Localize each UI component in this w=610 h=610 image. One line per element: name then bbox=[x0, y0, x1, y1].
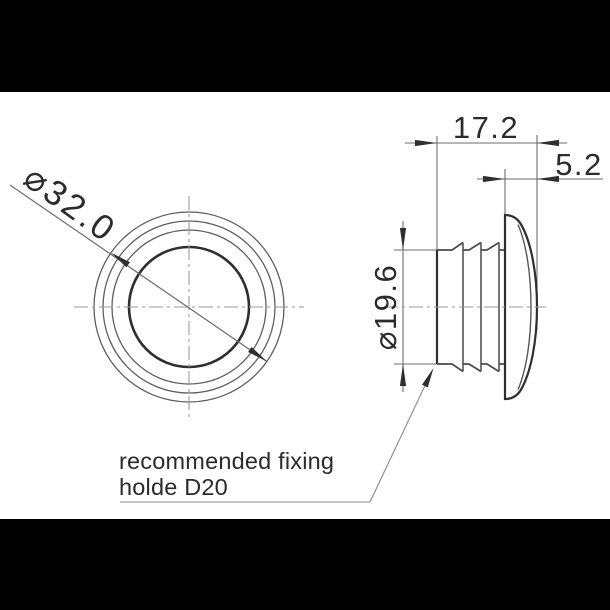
fixing-hole-note-line1: recommended fixing bbox=[119, 448, 335, 474]
arrowhead-note-leader bbox=[422, 368, 434, 388]
arrowhead-depth-left bbox=[415, 139, 437, 147]
fixing-hole-note-line2: holde D20 bbox=[119, 473, 228, 500]
body-rib-profile-bottom bbox=[437, 363, 505, 373]
arrowhead-body-diameter-bottom bbox=[399, 364, 407, 386]
arrowhead-lens-depth-right bbox=[537, 175, 559, 183]
arrowhead-lens-depth-left bbox=[483, 175, 505, 183]
arrowhead-depth-right bbox=[537, 139, 559, 147]
arrowhead-front-diameter-lower bbox=[248, 347, 267, 362]
arrowhead-front-diameter-upper bbox=[111, 252, 130, 268]
lens-inner-curve bbox=[517, 224, 532, 390]
dimension-line-front-diameter bbox=[9, 184, 268, 362]
note-leader-line bbox=[369, 374, 431, 503]
fixing-hole-note: recommended fixing holde D20 bbox=[119, 448, 335, 501]
body-rib-profile-top bbox=[437, 241, 505, 251]
dimension-label-depth: 17.2 bbox=[452, 110, 520, 145]
arrowhead-body-diameter-top bbox=[399, 228, 407, 250]
note-leader bbox=[120, 368, 434, 503]
dimension-label-lens-depth: 5.2 bbox=[555, 147, 603, 182]
letterbox-bar-top bbox=[0, 0, 610, 92]
front-view bbox=[9, 184, 304, 418]
dimension-label-body-diameter: ⌀19.6 bbox=[368, 263, 403, 351]
letterbox-bar-bottom bbox=[0, 519, 610, 610]
side-view bbox=[384, 135, 603, 401]
